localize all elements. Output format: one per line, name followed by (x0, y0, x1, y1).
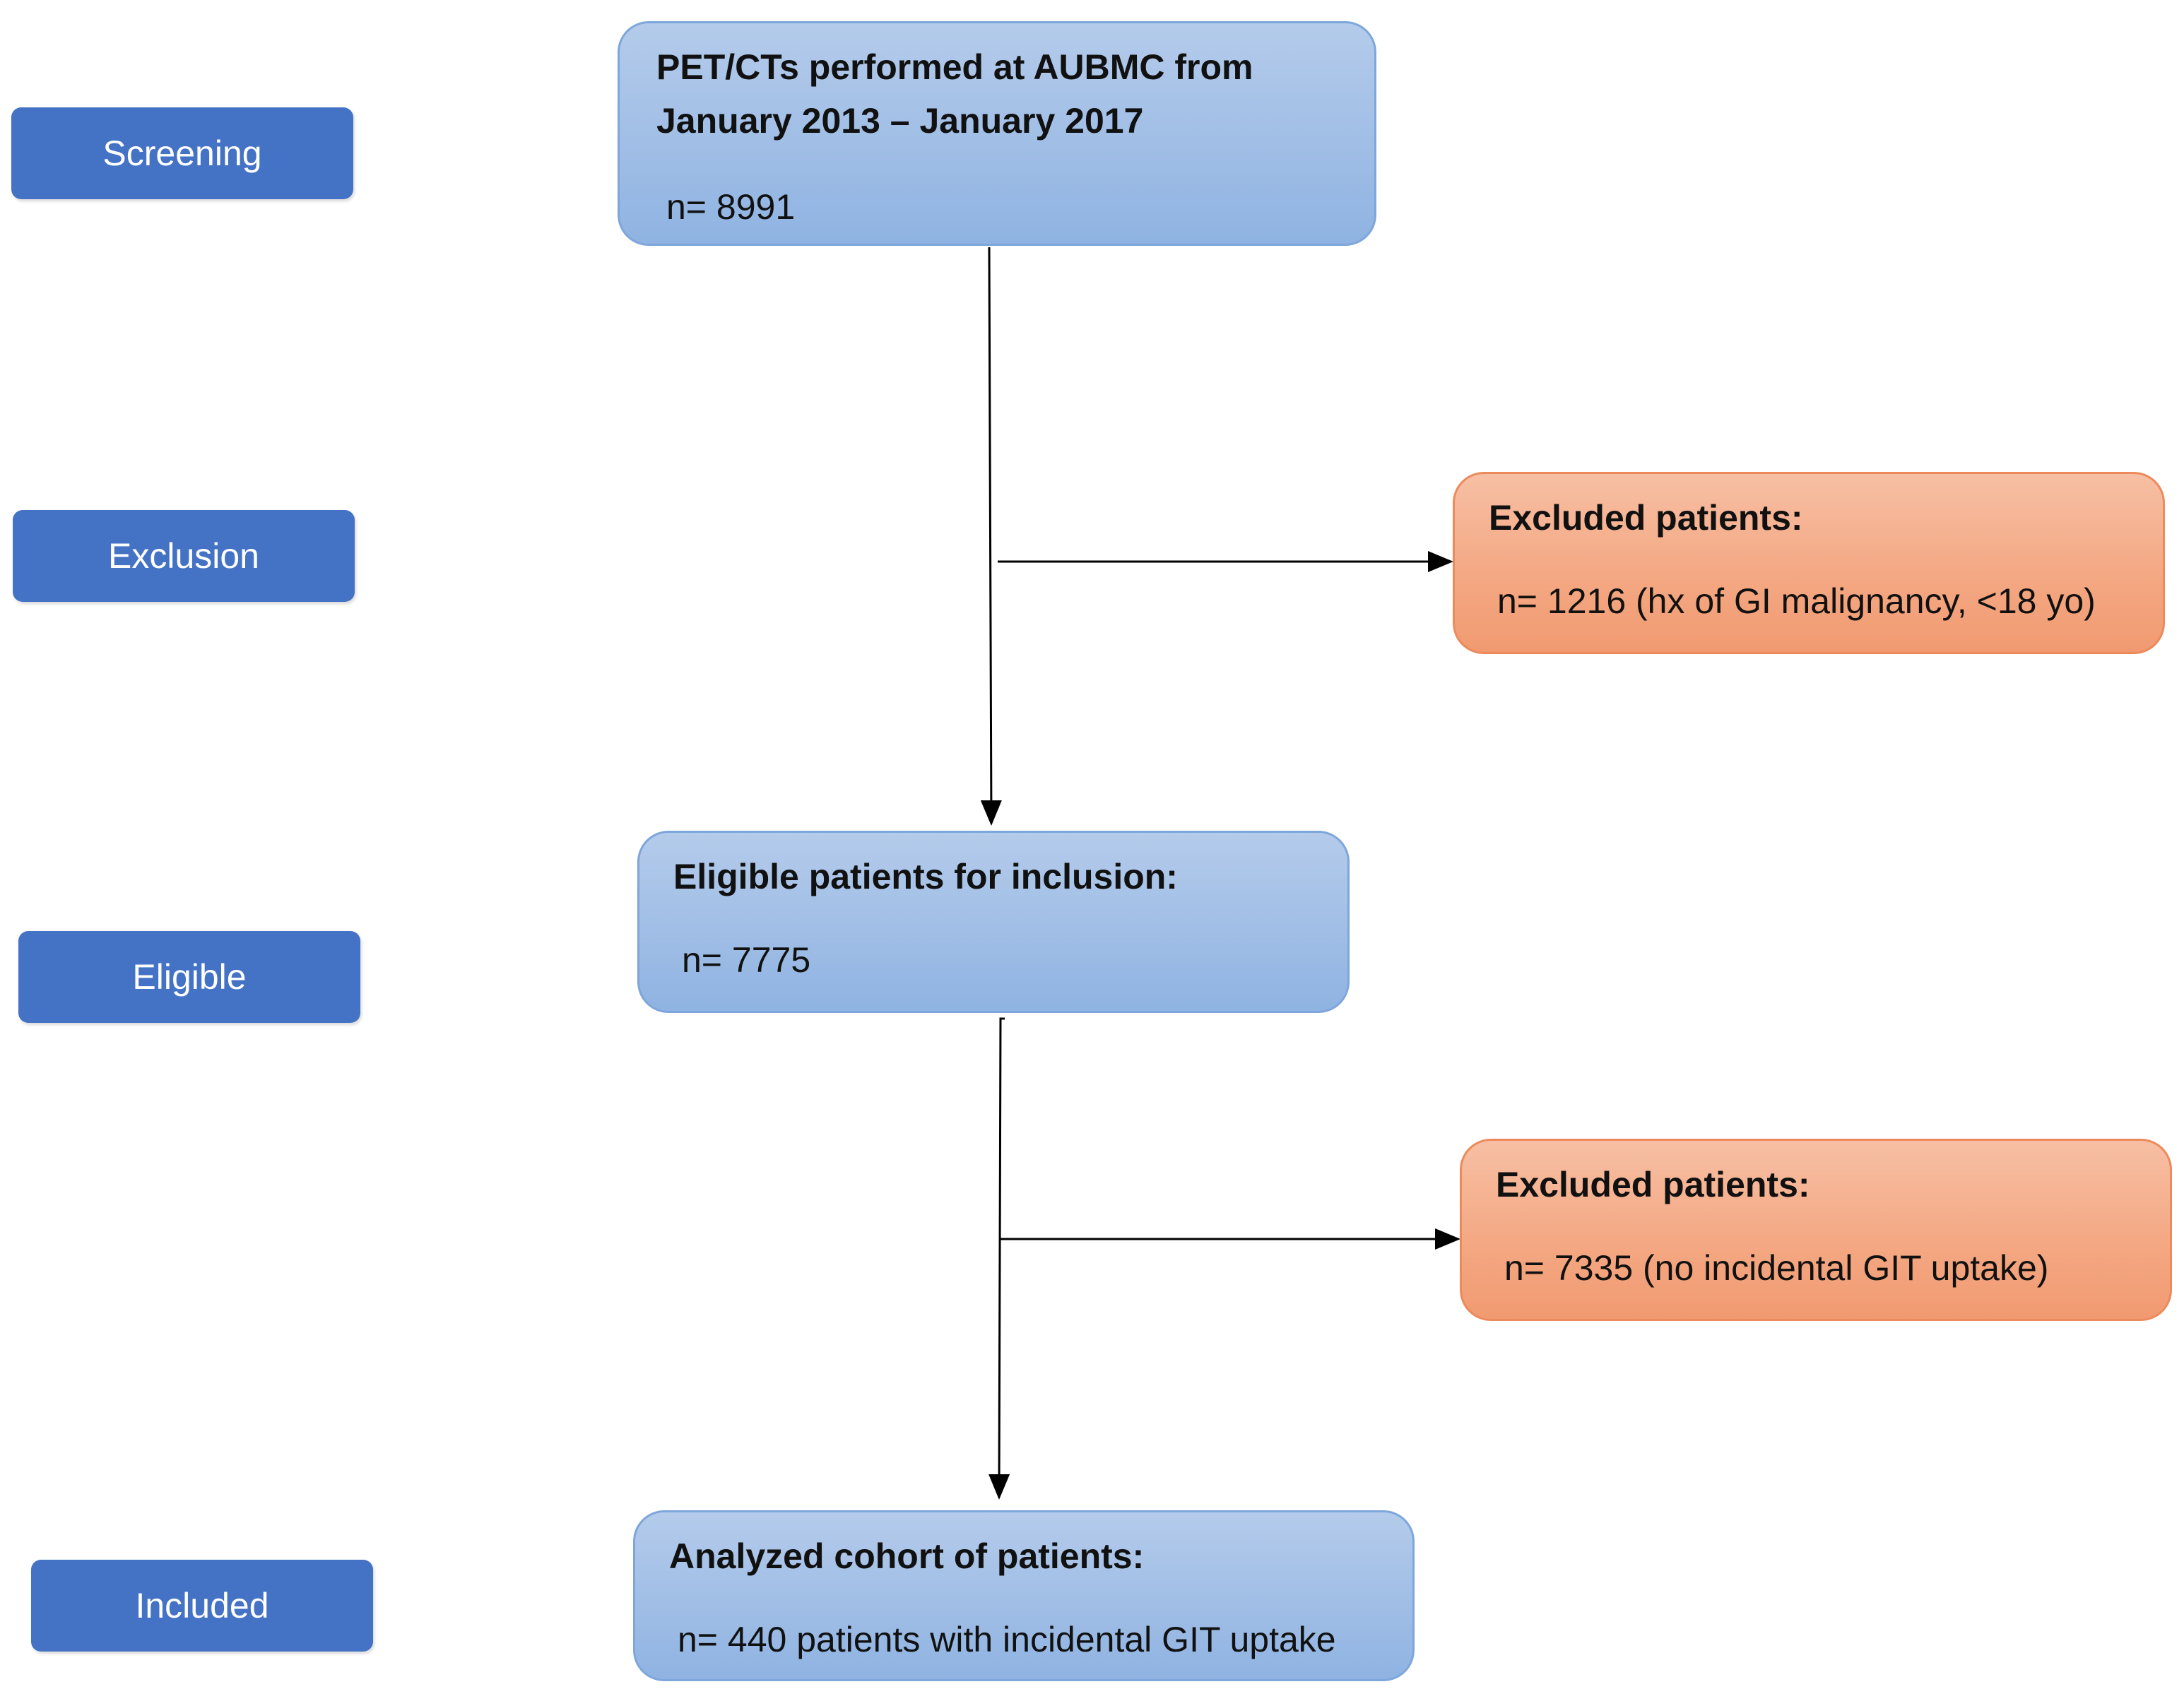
eligible-title: Eligible patients for inclusion: (673, 857, 1178, 896)
screening-title-line2: January 2013 – January 2017 (656, 101, 1144, 141)
stage-label-screening: Screening (11, 107, 353, 199)
excluded-2-count: n= 7335 (no incidental GIT uptake) (1504, 1248, 2049, 1288)
stage-label-exclusion: Exclusion (13, 510, 355, 602)
screening-count: n= 8991 (666, 187, 796, 227)
stage-label-eligible-text: Eligible (132, 957, 247, 997)
stage-label-included-text: Included (135, 1586, 269, 1625)
screening-box: PET/CTs performed at AUBMC from January … (618, 21, 1376, 246)
stage-label-exclusion-text: Exclusion (108, 536, 259, 576)
excluded-box-2: Excluded patients: n= 7335 (no incidenta… (1460, 1139, 2172, 1321)
eligible-box: Eligible patients for inclusion: n= 7775 (637, 831, 1350, 1013)
included-box: Analyzed cohort of patients: n= 440 pati… (633, 1510, 1415, 1681)
stage-label-included: Included (31, 1560, 373, 1652)
included-title: Analyzed cohort of patients: (669, 1536, 1145, 1576)
screening-title-line1: PET/CTs performed at AUBMC from (656, 47, 1253, 87)
excluded-box-1: Excluded patients: n= 1216 (hx of GI mal… (1453, 472, 2165, 654)
excluded-1-count: n= 1216 (hx of GI malignancy, <18 yo) (1497, 581, 2096, 621)
arrow-eligible-to-included (988, 1017, 1010, 1500)
arrow-screening-to-eligible (980, 247, 1002, 826)
included-count: n= 440 patients with incidental GIT upta… (678, 1620, 1336, 1659)
eligible-count: n= 7775 (682, 940, 811, 980)
excluded-2-title: Excluded patients: (1496, 1165, 1810, 1204)
stage-label-eligible: Eligible (18, 931, 360, 1023)
excluded-1-title: Excluded patients: (1489, 498, 1803, 538)
stage-label-screening-text: Screening (102, 134, 262, 173)
